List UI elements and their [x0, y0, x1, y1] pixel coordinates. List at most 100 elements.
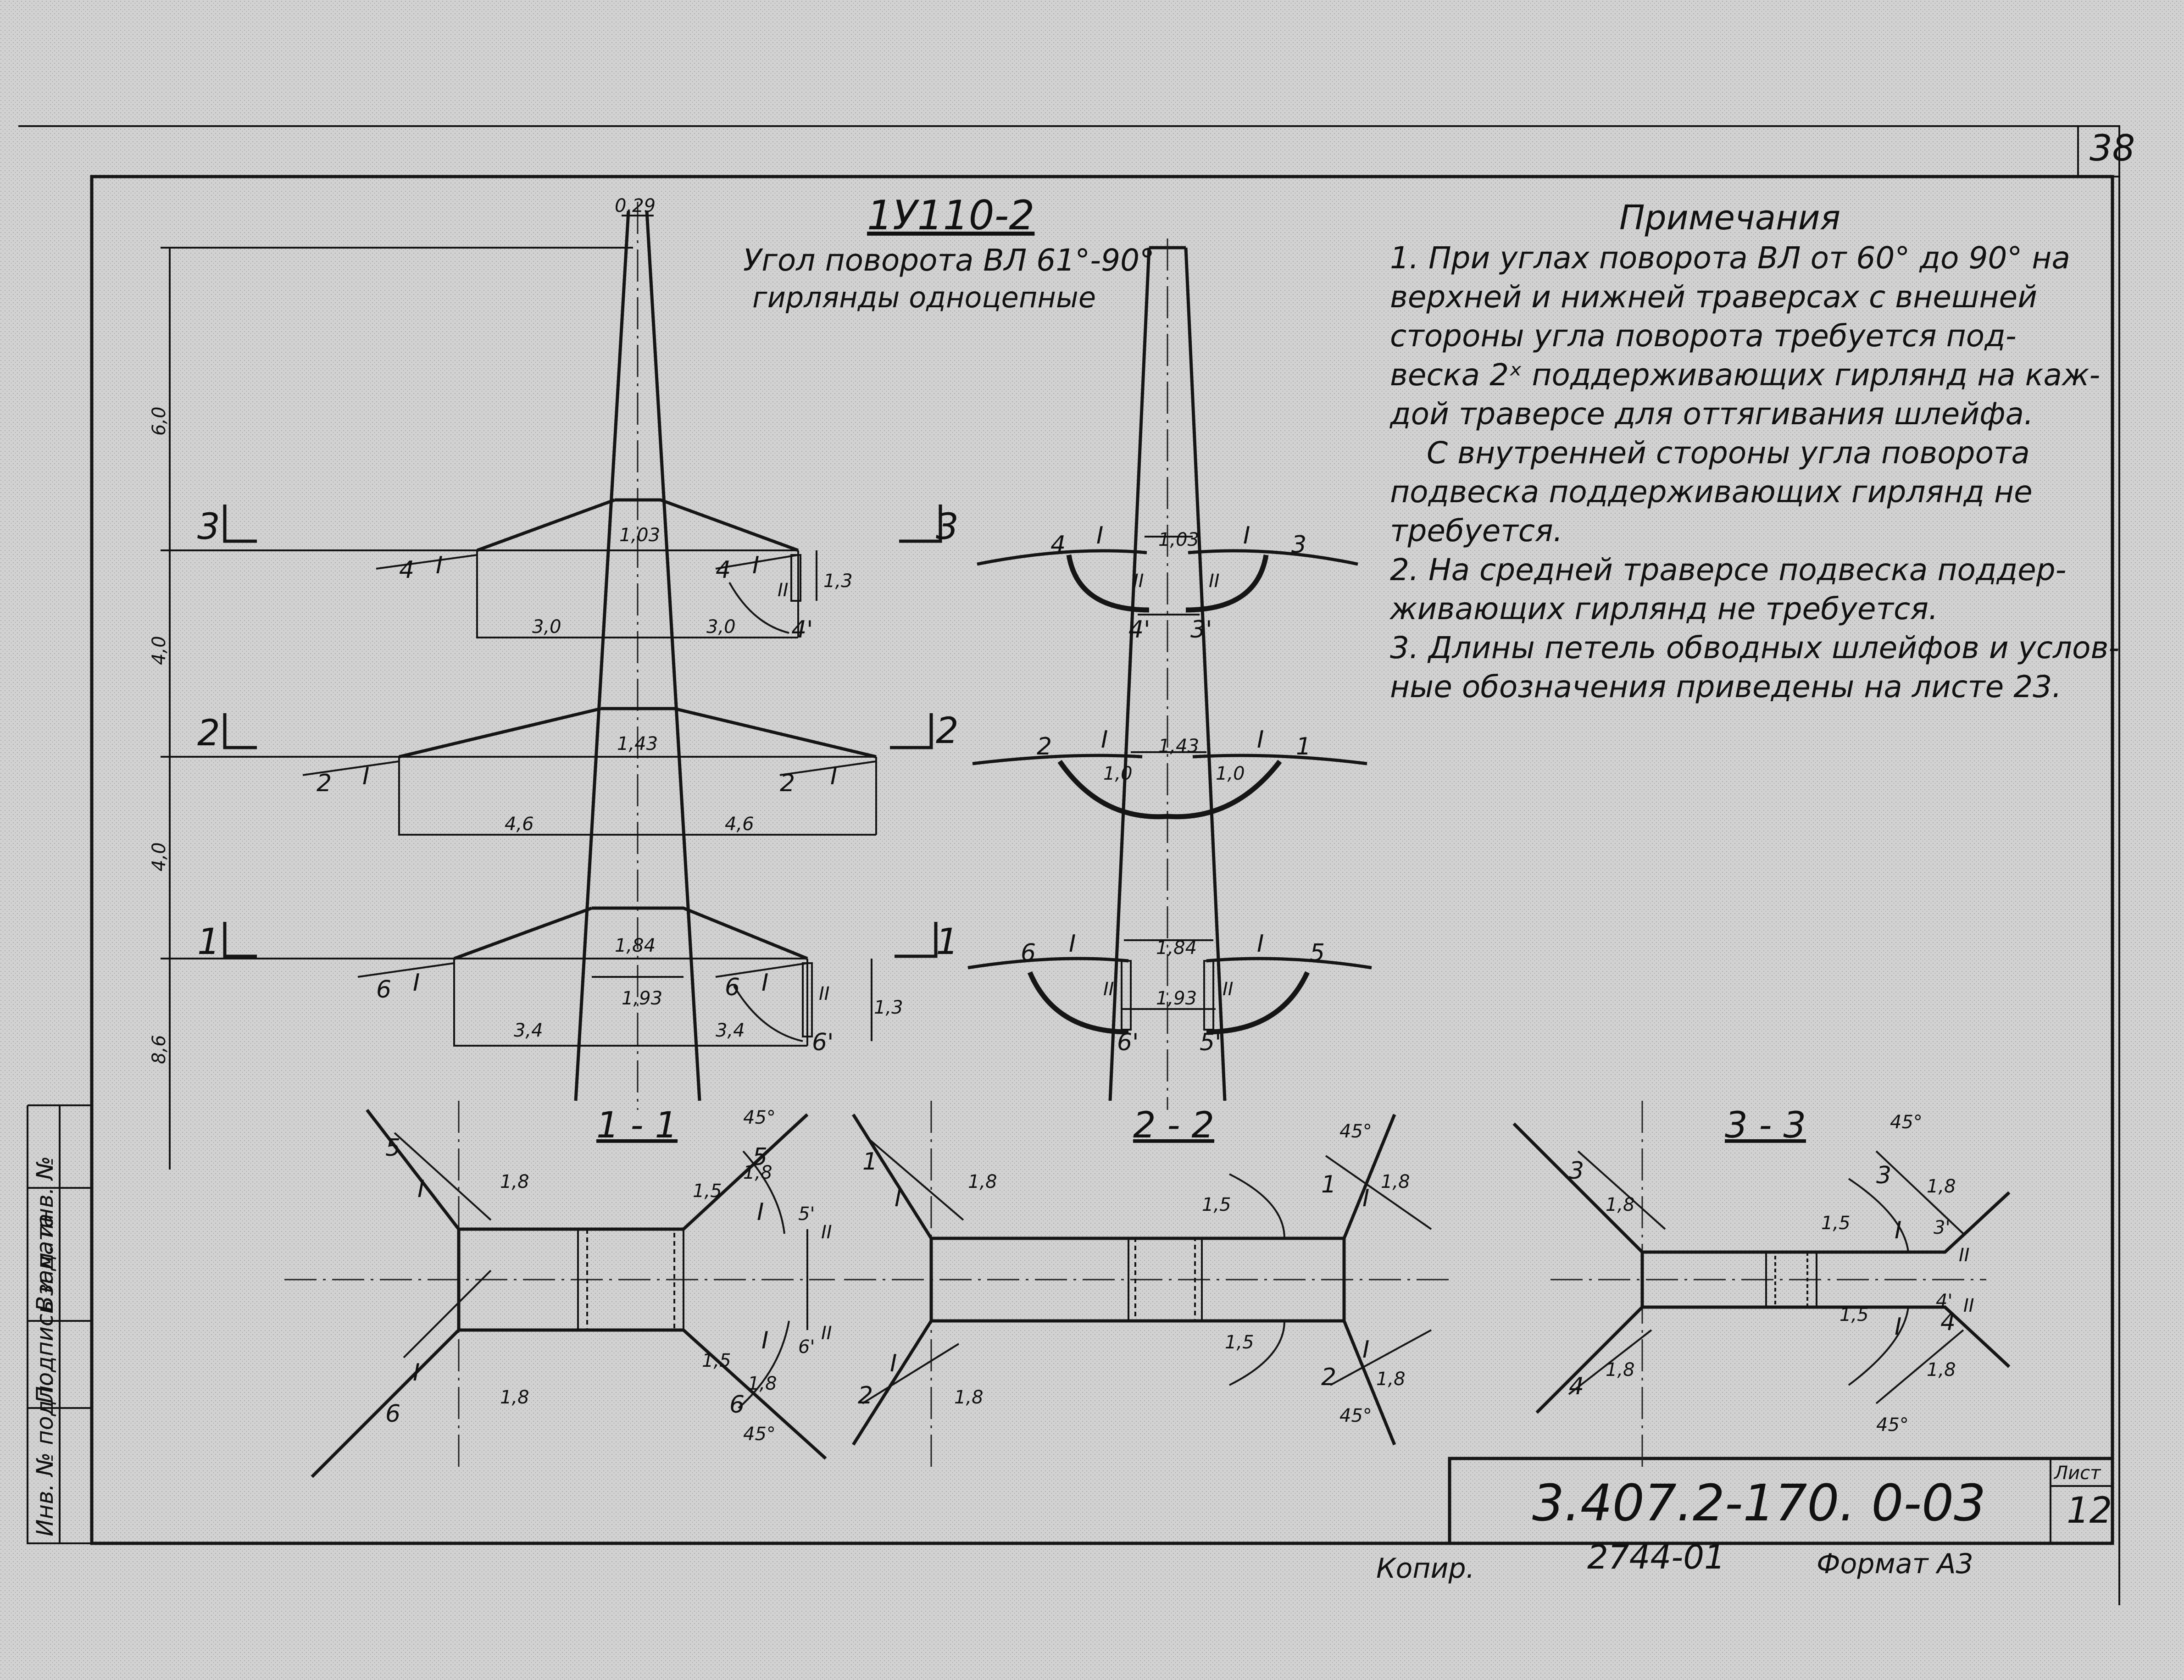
- sec3-point: 4: [1569, 1373, 1584, 1400]
- sec1-dim: 1,8: [500, 1171, 529, 1192]
- note-line: живающих гирлянд не требуется.: [1389, 591, 1938, 627]
- string-type-ii: II: [819, 983, 830, 1004]
- point-6-prime: 6': [812, 1029, 834, 1056]
- sec2-point: 1: [1321, 1171, 1336, 1198]
- width-base: 1,93: [622, 988, 662, 1009]
- tower-elevation: 0,29 6,0 4,0 4,0 8,6 1,03 3,0 3,0 1,3 4 …: [149, 195, 959, 1170]
- height-bottom: 8,6: [149, 1035, 170, 1064]
- sec2-point: 2: [1321, 1364, 1336, 1391]
- sec3-dim: 1,8: [1927, 1176, 1956, 1197]
- string-type-i: I: [761, 969, 768, 997]
- sec2-string: I: [1362, 1336, 1369, 1364]
- note-line: требуется.: [1390, 513, 1563, 549]
- sheet-frame: [18, 125, 2120, 1605]
- side-string-i: I: [1257, 726, 1264, 754]
- sec1-point: 6: [385, 1400, 400, 1428]
- sec3-string: I: [1895, 1313, 1901, 1341]
- string-type-i: I: [830, 763, 837, 790]
- point-2-right: 2: [780, 770, 795, 797]
- sec1-point: 5: [385, 1134, 400, 1162]
- point-2-left: 2: [317, 770, 332, 797]
- sec2-point: 1: [862, 1148, 878, 1175]
- point-4-left: 4: [399, 556, 414, 584]
- arm-1-right: 3,4: [716, 1020, 745, 1041]
- side-string-i: I: [1096, 522, 1103, 549]
- side-angle-dim: 1,0: [1103, 763, 1133, 784]
- width-2: 1,43: [617, 733, 658, 754]
- sec1-point: 5': [798, 1203, 815, 1225]
- sec2-string: I: [1362, 1185, 1369, 1212]
- side-angle-dim: 1,0: [1216, 763, 1245, 784]
- width-3: 1,03: [619, 525, 660, 546]
- sec1-string: I: [757, 1198, 764, 1226]
- side-point-3: 3: [1291, 531, 1306, 559]
- sec3-point: 4: [1940, 1309, 1956, 1336]
- string-type-ii: II: [778, 580, 789, 601]
- sec1-point: 6: [729, 1391, 745, 1419]
- sec2-string: I: [890, 1350, 897, 1377]
- section-mark-2-right: 2: [936, 710, 959, 752]
- point-6-right: 6: [725, 974, 740, 1001]
- sec3-string: II: [1959, 1245, 1970, 1266]
- notes: Примечания 1. При углах поворота ВЛ от 6…: [1389, 198, 2119, 704]
- top-width: 0,29: [615, 195, 656, 216]
- sec3-point: 3': [1934, 1217, 1950, 1238]
- sec3-dim: 1,5: [1839, 1304, 1869, 1325]
- section-3-3: 3 - 3 1,8 1,8 1,8 1,8 1,5 1,5 45° 45° 3 …: [1512, 1101, 2011, 1468]
- sec1-dim: 1,5: [702, 1350, 731, 1371]
- sec1-string: I: [761, 1327, 768, 1354]
- sec3-angle: 45°: [1876, 1414, 1909, 1436]
- sec3-point: 3: [1876, 1162, 1891, 1189]
- side-string-ii: II: [1209, 571, 1220, 592]
- side-string-i: I: [1243, 522, 1250, 549]
- side-point-3-prime: 3': [1190, 616, 1212, 643]
- string-type-i: I: [362, 763, 369, 790]
- tower-side-view: 1,03 4 3 I I II II 4' 3' 1,43 2 1 I I 1,…: [967, 238, 1372, 1110]
- section-mark-1-left: 1: [197, 921, 220, 963]
- section-mark-1-right: 1: [936, 921, 959, 963]
- sec3-string: I: [1895, 1217, 1901, 1244]
- height-2-1: 4,0: [149, 842, 170, 871]
- note-line: верхней и нижней траверсах с внешней: [1390, 279, 2037, 315]
- footer-format: Формат А3: [1817, 1548, 1973, 1580]
- side-point-1: 1: [1296, 733, 1311, 760]
- sec2-dim: 1,8: [1376, 1369, 1406, 1390]
- sec1-dim: 1,5: [693, 1181, 722, 1202]
- section-label-3: 3 - 3: [1725, 1105, 1806, 1146]
- tower-title: 1У110-2: [867, 192, 1034, 239]
- section-label-2: 2 - 2: [1133, 1105, 1214, 1146]
- sec2-dim: 1,5: [1225, 1332, 1254, 1353]
- sec2-dim: 1,8: [954, 1387, 984, 1408]
- side-point-5-prime: 5': [1200, 1029, 1221, 1056]
- side-string-ii: II: [1223, 979, 1234, 1000]
- side-stamp-replace: Взам. инв. №: [32, 1156, 58, 1312]
- arm-2-right: 4,6: [725, 814, 754, 835]
- note-line: ные обозначения приведены на листе 23.: [1390, 669, 2062, 704]
- point-4-prime: 4': [791, 616, 813, 643]
- side-width-base: 1,93: [1156, 988, 1197, 1009]
- sec1-string: II: [821, 1323, 832, 1344]
- note-line: стороны угла поворота требуется под-: [1390, 318, 2017, 354]
- sec3-point: 4': [1936, 1291, 1952, 1312]
- sec1-point: 5: [752, 1143, 767, 1171]
- arm-1-left: 3,4: [514, 1020, 543, 1041]
- sec3-dim: 1,8: [1606, 1194, 1635, 1215]
- sec1-string: I: [417, 1175, 424, 1203]
- sec1-angle: 45°: [743, 1424, 776, 1445]
- height-top: 6,0: [149, 406, 170, 436]
- side-width-3: 1,03: [1158, 529, 1199, 550]
- note-line: 1. При углах поворота ВЛ от 60° до 90° н…: [1390, 240, 2070, 276]
- note-line: С внутренней стороны угла поворота: [1427, 435, 2030, 471]
- sec1-angle: 45°: [743, 1107, 776, 1128]
- sec1-dim: 1,8: [748, 1373, 777, 1394]
- side-string-i: I: [1257, 930, 1264, 958]
- side-stamp-inv: Инв. № подл.: [32, 1378, 58, 1536]
- side-string-ii: II: [1133, 571, 1144, 592]
- side-string-i: I: [1069, 930, 1076, 958]
- note-line: подвеска поддерживающих гирлянд не: [1390, 474, 2033, 510]
- section-2-2: 2 - 2 1,8 1,8 1,8 1,8 1,5 1,5 45° 45° 1 …: [844, 1101, 1450, 1468]
- sec3-string: II: [1963, 1295, 1974, 1316]
- drawing-code: 3.407.2-170. 0-03: [1532, 1474, 1986, 1532]
- note-line: 3. Длины петель обводных шлейфов и услов…: [1390, 630, 2119, 665]
